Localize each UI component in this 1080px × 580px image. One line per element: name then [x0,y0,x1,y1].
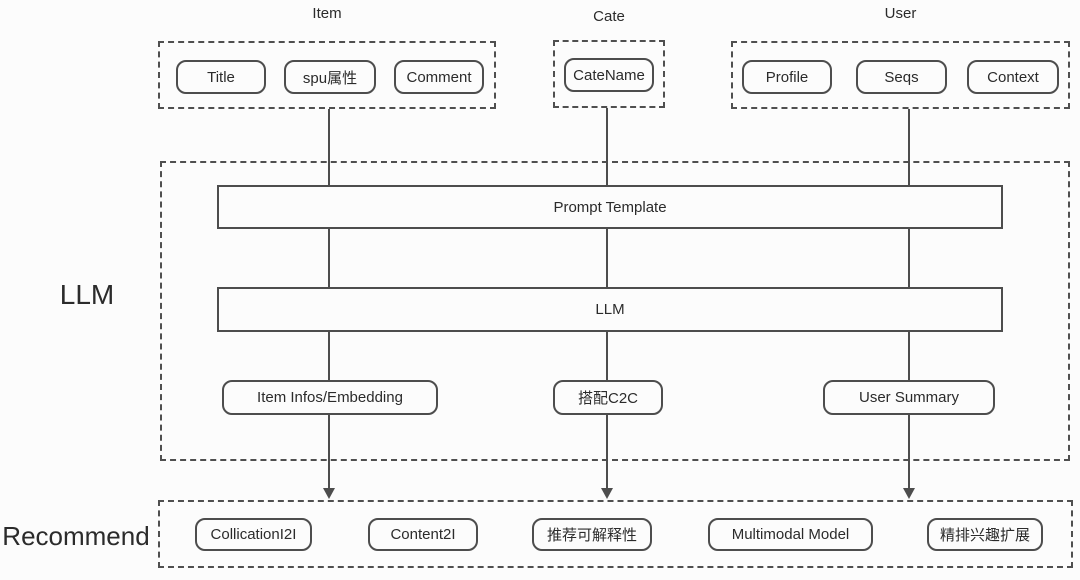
connector-prompt-to-llm-center [606,229,608,287]
arrow-line-usersummary-to-recommend [908,415,910,490]
user-group-box [731,41,1070,109]
arrow-line-iteminfos-to-recommend [328,415,330,490]
connector-user-to-prompt [908,109,910,186]
node-profile: Profile [742,60,832,94]
node-catename: CateName [564,58,654,92]
node-title: Title [176,60,266,94]
connector-llm-to-usersummary [908,331,910,381]
prompt-template-bar: Prompt Template [217,185,1003,229]
node-context: Context [967,60,1059,94]
item-group-box [158,41,496,109]
connector-cate-to-prompt [606,108,608,186]
cate-group-box [553,40,665,108]
connector-llm-to-iteminfos [328,331,330,381]
connector-prompt-to-llm-left [328,229,330,287]
node-ranking-interest-expansion: 精排兴趣扩展 [927,518,1043,551]
item-group-label: Item [312,5,342,22]
connector-item-to-prompt [328,109,330,186]
node-comment: Comment [394,60,484,94]
llm-section-box [160,161,1070,461]
node-recommend-explainability: 推荐可解释性 [532,518,652,551]
node-multimodal-model: Multimodal Model [708,518,873,551]
recommend-section-label: Recommend [2,521,150,551]
arrow-line-c2c-to-recommend [606,415,608,490]
node-seqs: Seqs [856,60,947,94]
node-collication-i2i: CollicationI2I [195,518,312,551]
recommend-section-box [158,500,1073,568]
connector-prompt-to-llm-right [908,229,910,287]
connector-llm-to-c2c [606,331,608,381]
arrowhead-center-icon [601,488,613,499]
node-c2c-match: 搭配C2C [553,380,663,415]
llm-section-label: LLM [59,279,115,310]
user-group-label: User [884,5,917,22]
node-content2i: Content2I [368,518,478,551]
llm-bar: LLM [217,287,1003,332]
cate-group-label: Cate [593,8,625,25]
node-spu-attr: spu属性 [284,60,376,94]
node-item-infos-embedding: Item Infos/Embedding [222,380,438,415]
node-user-summary: User Summary [823,380,995,415]
arrowhead-right-icon [903,488,915,499]
arrowhead-left-icon [323,488,335,499]
